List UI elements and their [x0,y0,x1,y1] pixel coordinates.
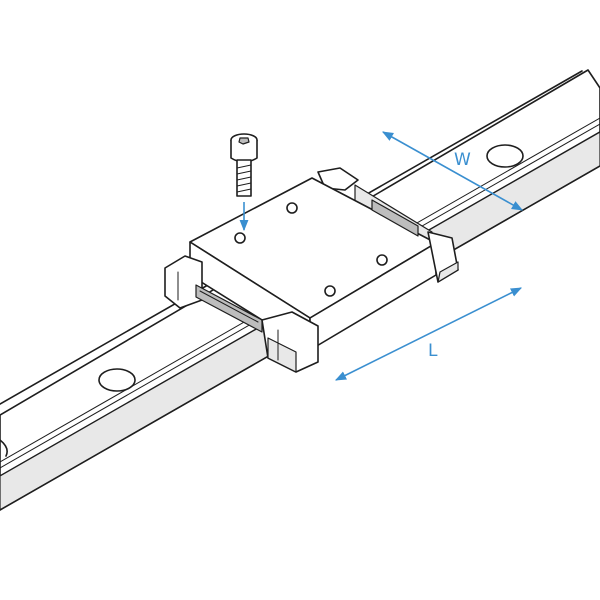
width-dimension: W [382,131,523,211]
tapped-hole-2 [234,232,246,244]
screw-thread [236,164,252,193]
length-dimension-line [334,287,523,381]
width-label: W [454,150,471,170]
width-dimension-line [382,131,523,211]
rail-mounting-hole-partial [0,439,8,457]
hex-socket [238,137,250,145]
rail-mounting-hole-front [98,368,136,392]
tapped-hole-1 [286,202,298,214]
tapped-hole-3 [376,254,388,266]
end-cap-left [164,255,203,309]
recirculation-slot-front [195,284,263,333]
length-dimension: L [334,287,523,381]
ball-track-line [199,290,259,323]
cap-screw-icon [230,133,258,197]
end-seal-front-lower [267,337,297,373]
end-cap-right-lip [437,261,459,283]
length-label: L [428,341,438,361]
